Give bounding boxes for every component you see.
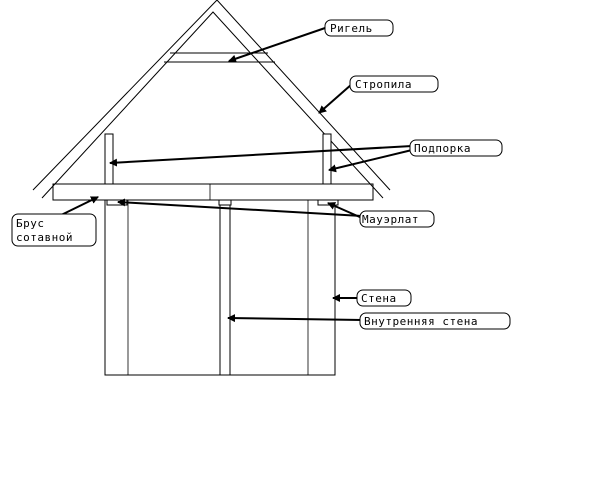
label-podporka: Подпорка <box>409 139 503 157</box>
label-brus-line2: сотавной <box>16 231 73 244</box>
strut-right <box>322 133 332 185</box>
arrow-stropila <box>318 83 353 114</box>
label-brus: Брус сотавной <box>11 213 97 247</box>
struts <box>104 133 332 185</box>
beam-body <box>52 183 374 201</box>
label-brus-line1: Брус <box>16 217 45 230</box>
arrow-podporka-left <box>109 145 413 167</box>
label-mauerlat: Мауэрлат <box>359 210 435 228</box>
label-stena: Стена <box>356 289 412 307</box>
label-stena-text: Стена <box>361 292 397 305</box>
collar-tie <box>164 52 275 63</box>
arrow-rigel <box>228 26 329 63</box>
label-vnutr-stena-text: Внутренняя стена <box>364 315 478 328</box>
strut-left <box>104 133 114 185</box>
composite-beam <box>52 183 374 201</box>
arrows <box>54 26 413 323</box>
inner-wall <box>219 202 231 376</box>
label-stropila: Стропила <box>349 75 439 93</box>
label-mauerlat-text: Мауэрлат <box>362 213 419 226</box>
rafter-outer <box>32 0 391 191</box>
arrow-podporka-right <box>328 149 413 173</box>
walls <box>104 199 336 376</box>
label-podporka-text: Подпорка <box>414 142 471 155</box>
label-rigel-text: Ригель <box>330 22 373 35</box>
arrow-mauerlat-left <box>117 198 363 217</box>
label-vnutr-stena: Внутренняя стена <box>359 312 511 330</box>
label-rigel: Ригель <box>324 19 394 37</box>
arrow-mauerlat-right <box>327 202 363 219</box>
arrow-vnutr-stena <box>227 314 363 323</box>
label-stropila-text: Стропила <box>355 78 412 91</box>
